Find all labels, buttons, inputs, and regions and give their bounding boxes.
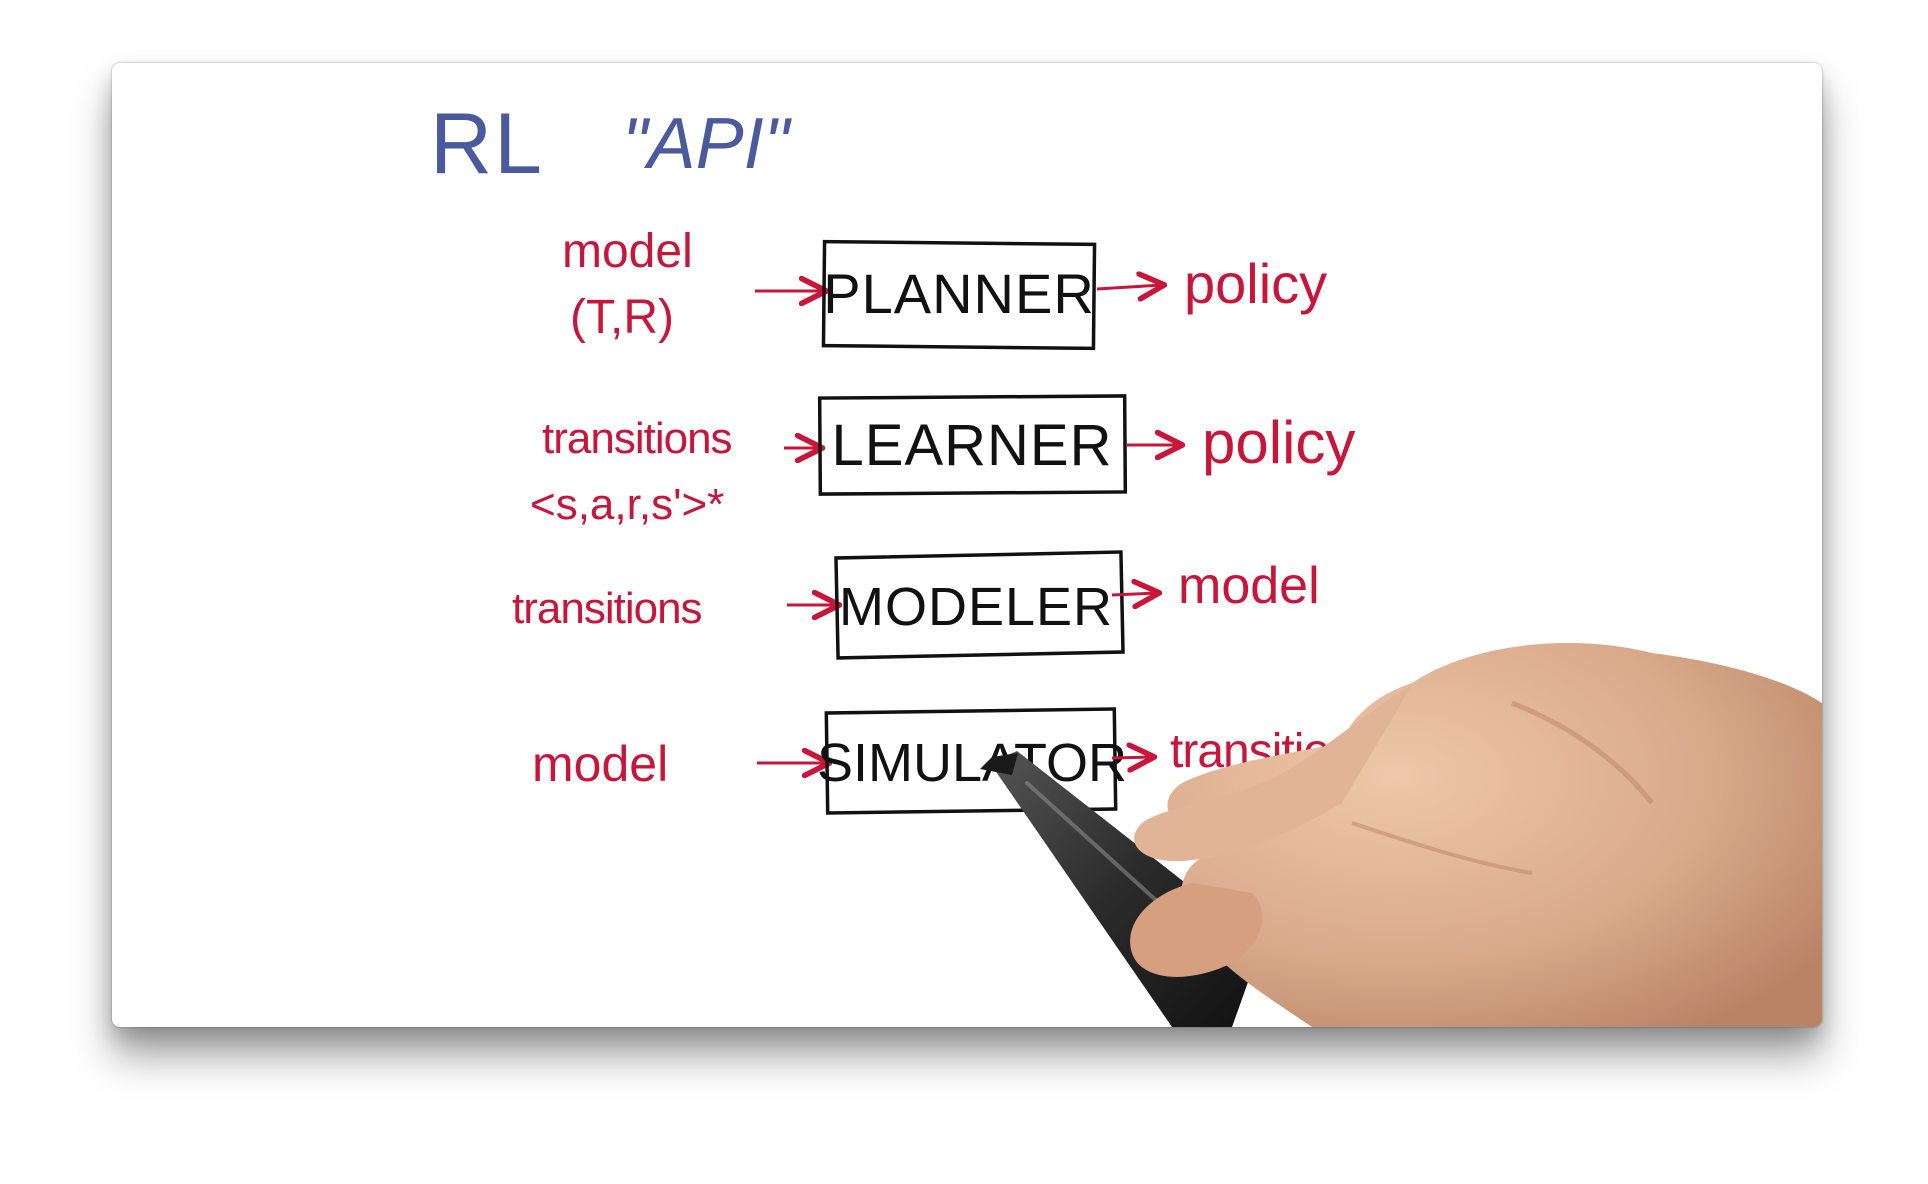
hand-thumb <box>1130 883 1263 977</box>
simulator-input: model <box>532 736 668 792</box>
title-rl: RL <box>430 96 544 192</box>
learner-box-label: LEARNER <box>832 413 1113 478</box>
row-learner: transitions <s,a,r,s'>* LEARNER policy <box>530 394 1355 529</box>
modeler-output-arrow <box>1111 593 1157 595</box>
modeler-box <box>834 550 1125 660</box>
row-modeler: transitions MODELER model <box>512 550 1320 660</box>
learner-box <box>817 394 1128 496</box>
learner-input-line2: <s,a,r,s'>* <box>530 480 724 529</box>
modeler-input: transitions <box>512 584 702 633</box>
planner-box <box>821 239 1097 351</box>
hand-finger-crease <box>1351 821 1533 875</box>
planner-input-line1: model <box>562 225 693 278</box>
planner-input-line2: (T,R) <box>570 291 674 344</box>
video-frame: RL "API" model (T,R) PLANNER policy tran… <box>112 63 1822 1027</box>
modeler-box-label: MODELER <box>839 577 1113 637</box>
pen-tip <box>980 753 1018 775</box>
simulator-output-arrow <box>1111 757 1152 758</box>
learner-output: policy <box>1202 409 1355 476</box>
whiteboard-diagram: RL "API" model (T,R) PLANNER policy tran… <box>430 96 1822 1027</box>
hand-with-pen-image <box>980 643 1822 1027</box>
row-planner: model (T,R) PLANNER policy <box>562 225 1327 351</box>
hand-index-finger <box>1134 685 1412 862</box>
modeler-output: model <box>1178 557 1320 615</box>
learner-input-line1: transitions <box>542 414 732 463</box>
hand-palm <box>1167 643 1822 1027</box>
title-api: "API" <box>622 104 793 184</box>
planner-box-label: PLANNER <box>823 262 1095 325</box>
planner-output: policy <box>1184 252 1327 315</box>
planner-output-arrow <box>1096 285 1162 289</box>
hand-knuckle-shadow <box>1511 700 1654 805</box>
diagram-title: RL "API" <box>430 96 793 192</box>
simulator-box-label: SIMULATOR <box>817 733 1127 793</box>
